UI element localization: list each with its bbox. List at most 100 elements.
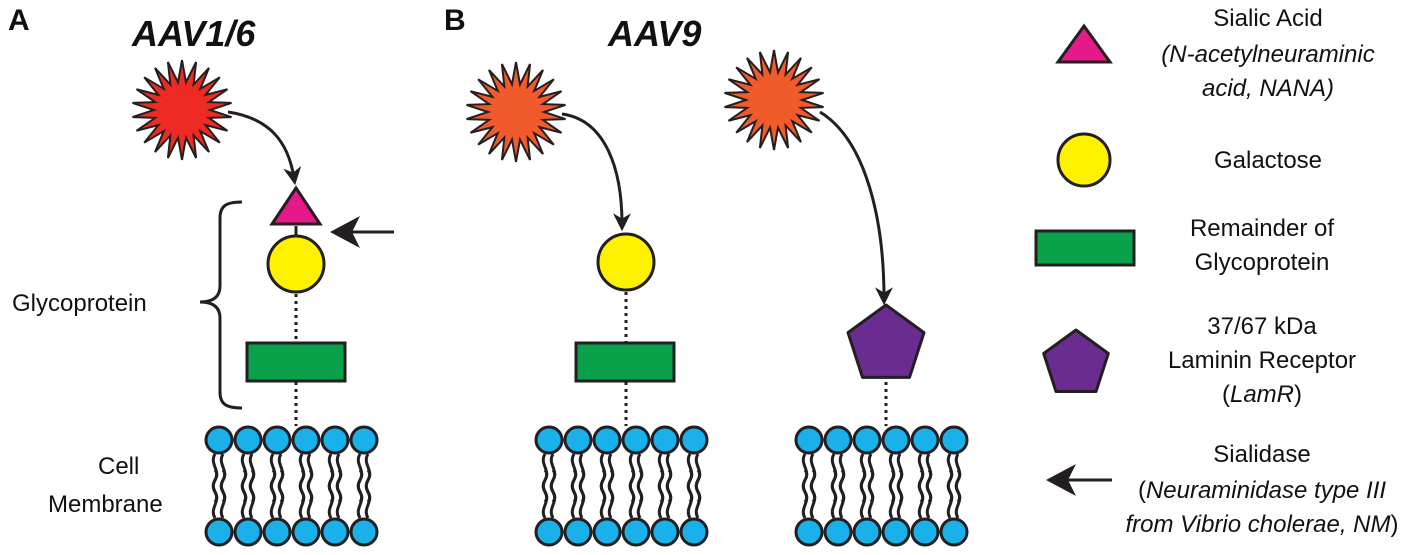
- lipid-tail: [665, 469, 673, 519]
- lipid-head: [204, 425, 234, 455]
- lipid-head: [939, 517, 969, 547]
- legend-sialic-acid-line2: (N-acetylneuraminic: [1161, 41, 1374, 68]
- lipid-head: [852, 425, 882, 455]
- lipid-head: [320, 517, 350, 547]
- lipid-tail: [657, 469, 665, 519]
- lipid-tail: [578, 469, 586, 519]
- lipid-head: [621, 425, 651, 455]
- lipid-head: [320, 425, 350, 455]
- lipid-head: [534, 517, 564, 547]
- lipid-tail: [248, 469, 256, 519]
- lipid-head: [233, 517, 263, 547]
- glycoprotein-rectangle-icon: [1034, 229, 1136, 267]
- lipid-tail: [549, 469, 557, 519]
- sialidase-arrow-icon: [1046, 464, 1076, 496]
- lipid-tail: [830, 469, 838, 519]
- binding-arrow: [227, 110, 302, 186]
- lipid-tail: [838, 469, 846, 519]
- lipid-head: [349, 425, 379, 455]
- lipid-tail: [925, 469, 933, 519]
- lipid-tail: [599, 469, 607, 519]
- legend-galactose: Galactose: [1214, 147, 1322, 174]
- galactose-circle-icon: [1056, 132, 1112, 188]
- binding-arrow: [561, 112, 631, 232]
- legend: Sialic Acid (N-acetylneuraminic acid, NA…: [1034, 5, 1399, 538]
- sialic-acid-triangle-icon: [1055, 23, 1113, 64]
- lipid-tail: [298, 469, 306, 519]
- lipid-head: [794, 517, 824, 547]
- legend-sialidase-line3: from Vibrio cholerae, NM): [1126, 511, 1399, 538]
- laminin-receptor-pentagon-icon: [846, 303, 926, 379]
- lipid-head: [679, 425, 709, 455]
- lipid-head: [592, 425, 622, 455]
- legend-sialic-acid-line1: Sialic Acid: [1213, 5, 1322, 32]
- lipid-tail: [240, 469, 248, 519]
- lipid-tail: [888, 469, 896, 519]
- sialic-acid-triangle-icon: [269, 185, 323, 226]
- lipid-head: [233, 425, 263, 455]
- lipid-tail: [327, 469, 335, 519]
- lipid-tail: [801, 469, 809, 519]
- sialidase-arrow-icon: [330, 216, 360, 248]
- lipid-head: [592, 517, 622, 547]
- legend-sialic-acid-line3: acid, NANA): [1202, 75, 1334, 102]
- lipid-head: [910, 425, 940, 455]
- lipid-tail: [954, 469, 962, 519]
- panel-a-letter: A: [8, 4, 30, 37]
- virus-starburst-icon: [466, 61, 566, 163]
- virus-starburst-icon: [724, 49, 824, 151]
- lipid-head: [563, 517, 593, 547]
- lipid-head: [823, 425, 853, 455]
- lipid-tail: [809, 469, 817, 519]
- legend-sialidase-line2: (Neuraminidase type III: [1138, 477, 1386, 504]
- legend-sialidase-line1: Sialidase: [1213, 441, 1310, 468]
- lipid-tail: [570, 469, 578, 519]
- glycoprotein-rectangle-icon: [574, 341, 676, 383]
- cell-membrane-label-line2: Membrane: [48, 491, 163, 518]
- lipid-head: [262, 425, 292, 455]
- lipid-tail: [306, 469, 314, 519]
- lipid-head: [823, 517, 853, 547]
- lipid-head: [534, 425, 564, 455]
- lipid-tail: [356, 469, 364, 519]
- lipid-tail: [628, 469, 636, 519]
- galactose-circle-icon: [266, 234, 326, 294]
- lipid-bilayer-icon: [794, 425, 969, 547]
- lipid-head: [349, 517, 379, 547]
- lipid-bilayer-icon: [204, 425, 379, 547]
- lipid-head: [650, 517, 680, 547]
- lipid-tail: [607, 469, 615, 519]
- lipid-bilayer-icon: [534, 425, 709, 547]
- lipid-tail: [859, 469, 867, 519]
- galactose-circle-icon: [596, 232, 656, 292]
- lipid-head: [679, 517, 709, 547]
- lipid-tail: [277, 469, 285, 519]
- cell-membrane-label-line1: Cell: [98, 453, 139, 480]
- lipid-tail: [917, 469, 925, 519]
- lipid-head: [563, 425, 593, 455]
- lipid-head: [794, 425, 824, 455]
- lipid-tail: [211, 469, 219, 519]
- legend-lamr-line2: Laminin Receptor: [1168, 347, 1356, 374]
- lipid-head: [291, 517, 321, 547]
- lipid-tail: [946, 469, 954, 519]
- lipid-head: [939, 425, 969, 455]
- lipid-tail: [269, 469, 277, 519]
- lipid-tail: [364, 469, 372, 519]
- lipid-tail: [694, 469, 702, 519]
- lipid-head: [881, 517, 911, 547]
- lipid-head: [852, 517, 882, 547]
- lipid-head: [262, 517, 292, 547]
- binding-arrow: [819, 110, 893, 306]
- glycoprotein-brace: [199, 200, 243, 410]
- legend-remainder-line2: Glycoprotein: [1195, 249, 1330, 276]
- lipid-head: [204, 517, 234, 547]
- lipid-tail: [335, 469, 343, 519]
- virus-starburst-icon: [132, 59, 232, 161]
- panel-b-letter: B: [444, 4, 466, 37]
- lipid-tail: [896, 469, 904, 519]
- glycoprotein-label: Glycoprotein: [12, 290, 147, 317]
- lipid-tail: [686, 469, 694, 519]
- laminin-receptor-pentagon-icon: [1042, 328, 1110, 393]
